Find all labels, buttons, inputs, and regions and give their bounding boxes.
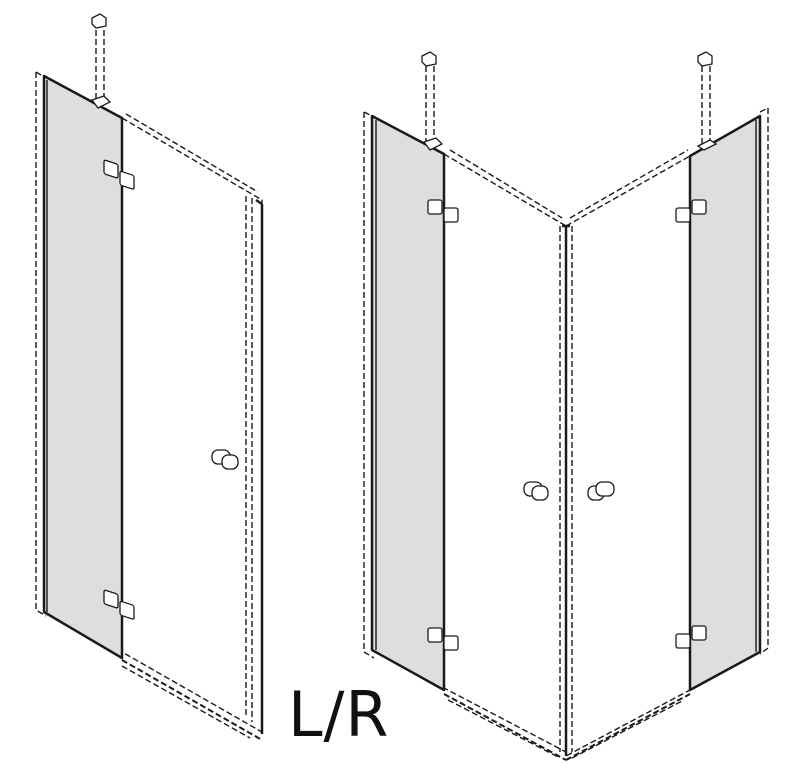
left-wall-outline <box>35 72 47 617</box>
right-left-fixed-panel <box>370 114 446 692</box>
hinge-icon <box>103 589 135 620</box>
left-support-rod <box>90 13 112 109</box>
hinge-icon <box>675 625 707 649</box>
right-left-door <box>443 153 567 754</box>
door-knob-icon <box>587 481 615 501</box>
right-right-door <box>565 154 691 757</box>
right-left-support-rod <box>421 51 444 151</box>
left-enclosure <box>35 13 264 741</box>
hinge-icon <box>675 199 707 223</box>
door-knob-icon <box>523 481 549 501</box>
door-knob-icon <box>211 449 239 470</box>
variant-label: L/R <box>288 678 390 751</box>
hinge-icon <box>427 627 459 651</box>
rod-bracket-icon <box>421 51 437 67</box>
right-right-support-rod <box>696 51 718 151</box>
hinge-icon <box>103 159 135 190</box>
hinge-icon <box>427 199 459 223</box>
left-door <box>121 117 263 734</box>
rod-bracket-icon <box>91 13 107 29</box>
right-right-fixed-panel <box>688 114 762 692</box>
right-enclosure <box>363 51 769 761</box>
rod-bracket-icon <box>697 51 713 67</box>
